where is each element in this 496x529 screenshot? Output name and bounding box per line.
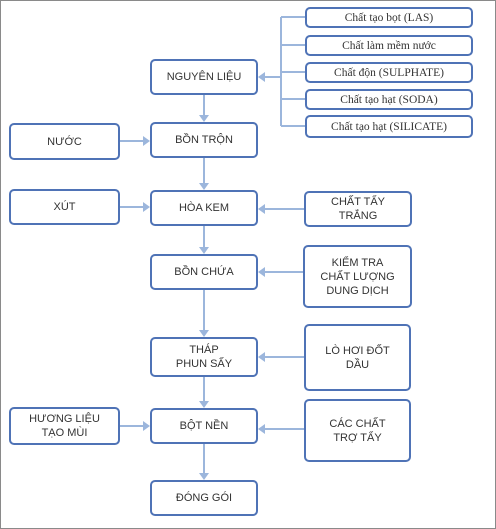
detergent-aids-label: CÁC CHẤT TRỢ TẨY bbox=[329, 417, 386, 444]
material-soda-box: Chất tạo hạt (SODA) bbox=[305, 89, 473, 110]
paste-mixing-label: HÒA KEM bbox=[178, 202, 230, 214]
water-box: NƯỚC bbox=[9, 123, 120, 160]
material-las-box: Chất tạo bọt (LAS) bbox=[305, 7, 473, 28]
caustic-label: XÚT bbox=[53, 201, 76, 213]
arrow-storage-to-tower-head bbox=[199, 330, 209, 337]
fragrance-box: HƯƠNG LIỆU TẠO MÙI bbox=[9, 407, 120, 445]
arrow-powder-to-packaging-head bbox=[199, 473, 209, 480]
arrow-aids-to-powder-head bbox=[258, 424, 265, 434]
oil-boiler-box: LÒ HƠI ĐỐT DẦU bbox=[304, 324, 411, 391]
material-softener-label: Chất làm mềm nước bbox=[342, 39, 436, 52]
mixing-tank-label: BỒN TRỘN bbox=[175, 134, 233, 146]
arrow-raw-to-mixing-head bbox=[199, 115, 209, 122]
storage-tank-box: BỒN CHỨA bbox=[150, 254, 258, 290]
arrow-materials-to-raw-head bbox=[258, 72, 265, 82]
arrow-water-to-mixing-head bbox=[143, 136, 150, 146]
storage-tank-label: BỒN CHỨA bbox=[174, 266, 234, 278]
material-softener-box: Chất làm mềm nước bbox=[305, 35, 473, 56]
material-sulphate-label: Chất độn (SULPHATE) bbox=[334, 66, 444, 79]
raw-materials-box: NGUYÊN LIỆU bbox=[150, 59, 258, 95]
inspection-label: KIỂM TRA CHẤT LƯỢNG DUNG DỊCH bbox=[320, 256, 395, 297]
packaging-box: ĐÓNG GÓI bbox=[150, 480, 258, 516]
fragrance-label: HƯƠNG LIỆU TẠO MÙI bbox=[29, 413, 100, 439]
material-sulphate-box: Chất độn (SULPHATE) bbox=[305, 62, 473, 83]
detergent-aids-box: CÁC CHẤT TRỢ TẨY bbox=[304, 399, 411, 462]
arrow-caustic-to-paste-head bbox=[143, 202, 150, 212]
caustic-box: XÚT bbox=[9, 189, 120, 225]
material-las-label: Chất tạo bọt (LAS) bbox=[344, 11, 434, 24]
raw-materials-label: NGUYÊN LIỆU bbox=[166, 71, 242, 83]
base-powder-label: BỘT NỀN bbox=[179, 420, 229, 432]
arrow-fragrance-to-powder-head bbox=[143, 421, 150, 431]
packaging-label: ĐÓNG GÓI bbox=[175, 492, 233, 504]
material-silicate-box: Chất tạo hạt (SILICATE) bbox=[305, 115, 473, 138]
bleach-label: CHẤT TẨY TRẮNG bbox=[331, 196, 385, 222]
arrow-boiler-to-tower-head bbox=[258, 352, 265, 362]
mixing-tank-box: BỒN TRỘN bbox=[150, 122, 258, 158]
inspection-box: KIỂM TRA CHẤT LƯỢNG DUNG DỊCH bbox=[303, 245, 412, 308]
bleach-box: CHẤT TẨY TRẮNG bbox=[304, 191, 412, 227]
arrow-paste-to-storage-head bbox=[199, 247, 209, 254]
material-soda-label: Chất tạo hạt (SODA) bbox=[340, 93, 438, 106]
arrow-mixing-to-paste-head bbox=[199, 183, 209, 190]
spray-tower-label: THÁP PHUN SẤY bbox=[175, 344, 233, 370]
paste-mixing-box: HÒA KEM bbox=[150, 190, 258, 226]
material-silicate-label: Chất tạo hạt (SILICATE) bbox=[331, 120, 447, 133]
oil-boiler-label: LÒ HƠI ĐỐT DẦU bbox=[325, 344, 390, 371]
spray-tower-box: THÁP PHUN SẤY bbox=[150, 337, 258, 377]
water-label: NƯỚC bbox=[47, 135, 82, 148]
arrow-inspection-to-storage-head bbox=[258, 267, 265, 277]
base-powder-box: BỘT NỀN bbox=[150, 408, 258, 444]
arrow-bleach-to-paste-head bbox=[258, 204, 265, 214]
arrow-tower-to-powder-head bbox=[199, 401, 209, 408]
